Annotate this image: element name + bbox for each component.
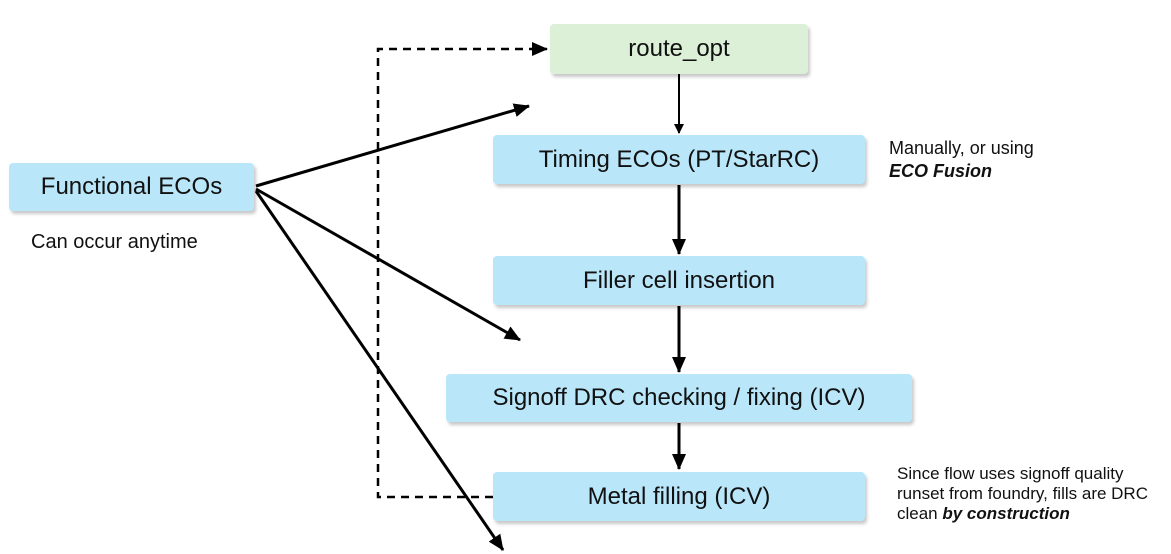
timing-note-line: Manually, or using bbox=[889, 138, 1034, 158]
timing-note: Manually, or using ECO Fusion bbox=[889, 137, 1034, 183]
timing-ecos-box: Timing ECOs (PT/StarRC) bbox=[493, 135, 865, 184]
fill-note-line-1: Since flow uses signoff quality bbox=[897, 464, 1124, 483]
route-opt-box: route_opt bbox=[550, 24, 808, 74]
fill-note-emphasis: by construction bbox=[942, 504, 1070, 523]
filler-cell-box: Filler cell insertion bbox=[493, 256, 865, 305]
fill-note-line-3-text: clean bbox=[897, 504, 943, 523]
arrow-functional-to-drc bbox=[255, 187, 521, 342]
anytime-note: Can occur anytime bbox=[31, 231, 198, 253]
dashed-loop-arrow bbox=[376, 42, 548, 499]
timing-note-emphasis: ECO Fusion bbox=[889, 161, 992, 181]
arrow-functional-to-timing bbox=[255, 103, 530, 188]
signoff-drc-box: Signoff DRC checking / fixing (ICV) bbox=[446, 374, 912, 422]
functional-ecos-box: Functional ECOs bbox=[9, 163, 254, 211]
fill-note-line-2: runset from foundry, fills are DRC bbox=[897, 484, 1148, 503]
metal-filling-box: Metal filling (ICV) bbox=[493, 472, 865, 521]
fill-note: Since flow uses signoff quality runset f… bbox=[897, 464, 1148, 524]
fill-note-line-3: clean by construction bbox=[897, 504, 1148, 524]
arrow-functional-to-bottom bbox=[254, 190, 505, 551]
